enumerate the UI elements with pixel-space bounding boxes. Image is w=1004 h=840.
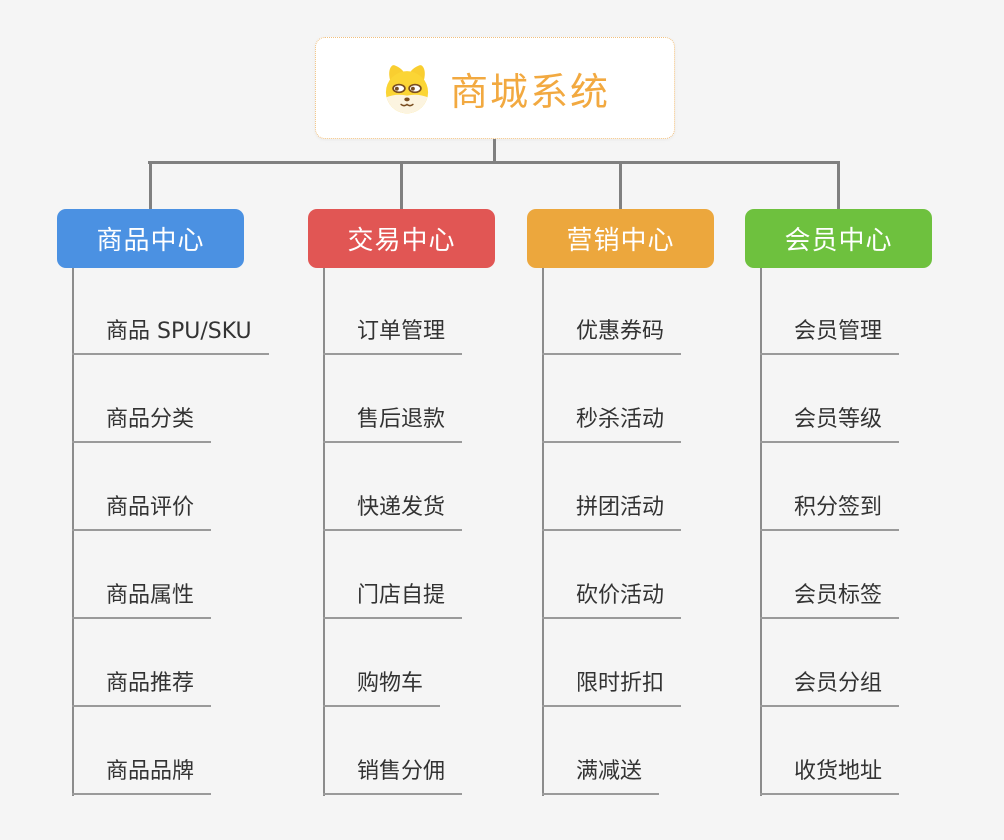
branch-drop-line (837, 162, 840, 209)
leaf-node[interactable]: 秒杀活动 (542, 405, 682, 443)
branch-label: 会员中心 (784, 226, 893, 256)
leaf-node[interactable]: 拼团活动 (542, 493, 682, 531)
branch-node-trade-center[interactable]: 交易中心 (308, 209, 495, 268)
column-spine-line (760, 268, 762, 796)
leaf-node[interactable]: 售后退款 (323, 405, 463, 443)
leaf-node[interactable]: 满减送 (542, 757, 660, 795)
leaf-node[interactable]: 订单管理 (323, 317, 463, 355)
leaf-node[interactable]: 商品属性 (72, 581, 212, 619)
column-spine-line (323, 268, 325, 796)
branch-label: 营销中心 (566, 226, 675, 256)
dog-face-icon (380, 61, 434, 115)
branch-drop-line (619, 162, 622, 209)
leaf-node[interactable]: 门店自提 (323, 581, 463, 619)
column-spine-line (542, 268, 544, 796)
leaf-node[interactable]: 限时折扣 (542, 669, 682, 707)
leaf-node[interactable]: 会员等级 (760, 405, 900, 443)
branch-drop-line (149, 162, 152, 209)
leaf-node[interactable]: 商品评价 (72, 493, 212, 531)
leaf-node[interactable]: 会员分组 (760, 669, 900, 707)
leaf-node[interactable]: 商品推荐 (72, 669, 212, 707)
leaf-node[interactable]: 商品分类 (72, 405, 212, 443)
root-node[interactable]: 商城系统 (315, 37, 675, 139)
branch-node-member-center[interactable]: 会员中心 (745, 209, 932, 268)
leaf-node[interactable]: 购物车 (323, 669, 441, 707)
column-spine-line (72, 268, 74, 796)
leaf-node[interactable]: 积分签到 (760, 493, 900, 531)
leaf-node[interactable]: 快递发货 (323, 493, 463, 531)
leaf-node[interactable]: 会员标签 (760, 581, 900, 619)
root-title: 商城系统 (449, 69, 610, 114)
branch-label: 交易中心 (347, 226, 456, 256)
leaf-node[interactable]: 砍价活动 (542, 581, 682, 619)
leaf-node[interactable]: 销售分佣 (323, 757, 463, 795)
root-stem-line (493, 139, 496, 163)
branch-label: 商品中心 (96, 226, 205, 256)
branch-drop-line (400, 162, 403, 209)
leaf-node[interactable]: 收货地址 (760, 757, 900, 795)
branch-node-product-center[interactable]: 商品中心 (57, 209, 244, 268)
leaf-node[interactable]: 商品品牌 (72, 757, 212, 795)
branch-node-marketing-center[interactable]: 营销中心 (527, 209, 714, 268)
leaf-node[interactable]: 商品 SPU/SKU (72, 317, 269, 355)
leaf-node[interactable]: 会员管理 (760, 317, 900, 355)
leaf-node[interactable]: 优惠券码 (542, 317, 682, 355)
branch-horizontal-line (148, 161, 840, 164)
